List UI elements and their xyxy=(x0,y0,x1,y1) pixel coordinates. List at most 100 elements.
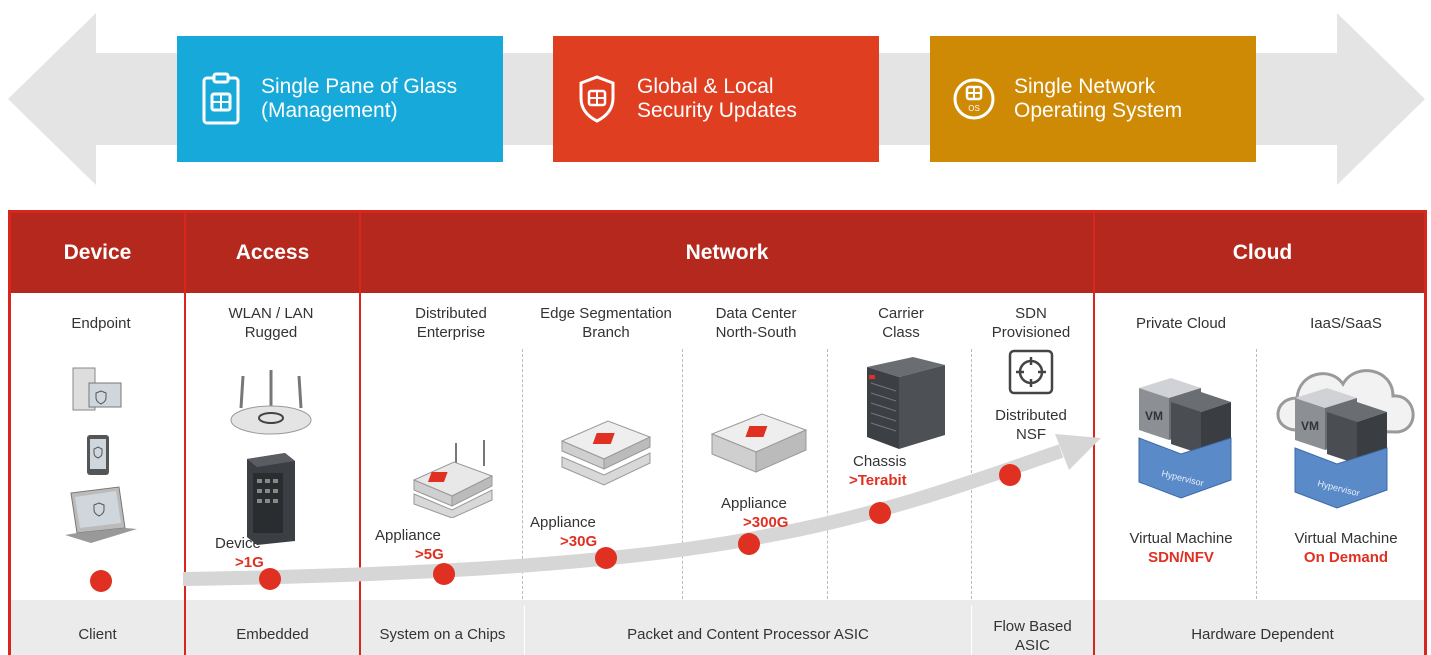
label-private-cloud: Private Cloud xyxy=(1135,315,1227,332)
speed-appliance-30g-value: >30G xyxy=(560,533,598,550)
speed-device-value: >1G xyxy=(235,554,264,571)
access-point-illustration xyxy=(230,370,312,435)
dashed-divider xyxy=(682,349,683,599)
label-sdn-sub-line2: NSF xyxy=(1016,426,1046,443)
milestone-dot xyxy=(90,570,112,592)
rugged-switch-illustration xyxy=(247,453,295,545)
speed-chassis-label: Chassis xyxy=(853,453,907,470)
label-wlan: WLAN / LAN Rugged xyxy=(191,304,351,342)
footer-hardware: Hardware Dependent xyxy=(1191,626,1334,643)
dashed-divider xyxy=(522,349,523,599)
private-cloud-vm-illustration: VM Hypervisor xyxy=(1138,378,1232,499)
footer-soc: System on a Chips xyxy=(379,626,506,643)
column-divider xyxy=(184,213,186,655)
growth-arrow xyxy=(182,434,1101,586)
banner-management-line2: (Management) xyxy=(261,99,398,122)
label-datacenter-line1: Data Center xyxy=(715,305,797,322)
speed-vm-sdn-value: SDN/NFV xyxy=(1148,549,1214,566)
endpoint-devices-illustration xyxy=(65,367,137,543)
label-sdn-line2: Provisioned xyxy=(991,324,1071,341)
speed-vm-demand-value: On Demand xyxy=(1303,549,1389,566)
speed-appliance-300g-value: >300G xyxy=(743,514,789,531)
label-sdn-sub-line1: Distributed xyxy=(995,407,1067,424)
footer-client: Client xyxy=(78,626,117,643)
speed-appliance-5g: Appliance >5G xyxy=(375,526,444,564)
datacenter-appliance-illustration xyxy=(710,413,808,473)
column-divider xyxy=(1093,213,1095,655)
dashed-divider xyxy=(827,349,828,599)
speed-appliance-30g: Appliance >30G xyxy=(530,513,597,551)
footer-divider xyxy=(971,605,972,655)
label-iaas: IaaS/SaaS xyxy=(1310,315,1382,332)
header-device: Device xyxy=(11,213,184,293)
column-divider xyxy=(359,213,361,655)
label-carrier-line1: Carrier xyxy=(878,305,924,322)
footer-asic: Packet and Content Processor ASIC xyxy=(627,626,869,643)
label-endpoint: Endpoint xyxy=(71,315,131,332)
label-sdn-line1: SDN xyxy=(1015,305,1047,322)
label-sdn: SDN Provisioned xyxy=(971,304,1091,342)
speed-device: Device >1G xyxy=(215,534,264,572)
speed-chassis-value: >Terabit xyxy=(849,472,907,489)
speed-vm-sdn-label: Virtual Machine xyxy=(1129,530,1233,547)
speed-appliance-5g-label: Appliance xyxy=(375,527,441,544)
dashed-divider xyxy=(1256,349,1257,599)
header-cloud: Cloud xyxy=(1095,213,1424,293)
label-carrier-line2: Class xyxy=(882,324,920,341)
label-distributed-line1: Distributed xyxy=(415,305,487,322)
speed-device-label: Device xyxy=(215,535,261,552)
os-icon-label: OS xyxy=(968,104,980,113)
shield-icon xyxy=(575,71,619,127)
banner-os-line2: Operating System xyxy=(1014,99,1183,122)
edge-appliance-illustration xyxy=(560,420,652,486)
label-distributed-line2: Enterprise xyxy=(416,324,486,341)
banner-management-line1: Single Pane of Glass xyxy=(261,75,458,98)
footer-band xyxy=(11,600,1424,655)
label-wlan-line1: WLAN / LAN xyxy=(228,305,314,322)
os-icon: OS xyxy=(952,71,996,127)
dashed-divider xyxy=(971,349,972,599)
milestone-dot xyxy=(999,464,1021,486)
label-wlan-line2: Rugged xyxy=(244,324,298,341)
milestone-dot xyxy=(433,563,455,585)
banner-security-line1: Global & Local xyxy=(637,75,774,98)
vm-label: VM xyxy=(1301,419,1319,433)
label-edge-line2: Branch xyxy=(582,324,630,341)
milestone-dot xyxy=(259,568,281,590)
footer-divider xyxy=(524,605,525,655)
speed-appliance-5g-value: >5G xyxy=(415,546,444,563)
header-access: Access xyxy=(186,213,359,293)
label-datacenter-line2: North-South xyxy=(715,324,797,341)
footer-flow-line2: ASIC xyxy=(1014,637,1050,654)
clipboard-icon xyxy=(199,71,243,127)
speed-vm-demand-label: Virtual Machine xyxy=(1294,530,1398,547)
speed-appliance-300g: Appliance >300G xyxy=(721,494,788,532)
header-network: Network xyxy=(361,213,1093,293)
distributed-appliance-illustration xyxy=(412,440,494,518)
milestone-dot xyxy=(738,533,760,555)
banner-os-line1: Single Network xyxy=(1014,75,1156,98)
vm-label: VM xyxy=(1145,409,1163,423)
banner-management: Single Pane of Glass(Management) xyxy=(177,36,503,162)
label-edge-line1: Edge Segmentation xyxy=(540,305,672,322)
banner-security-line2: Security Updates xyxy=(637,99,797,122)
footer-embedded: Embedded xyxy=(236,626,309,643)
speed-appliance-30g-label: Appliance xyxy=(530,514,596,531)
chassis-illustration xyxy=(867,357,945,449)
speed-vm-demand: Virtual Machine On Demand xyxy=(1271,529,1421,567)
milestone-dot xyxy=(869,502,891,524)
spectrum-panel: Device Access Network Cloud Endpoint WLA… xyxy=(8,210,1427,655)
footer-flow-line1: Flow Based xyxy=(993,618,1072,635)
speed-appliance-300g-label: Appliance xyxy=(721,495,787,512)
sdn-target-icon xyxy=(1008,349,1054,395)
milestone-dot xyxy=(595,547,617,569)
